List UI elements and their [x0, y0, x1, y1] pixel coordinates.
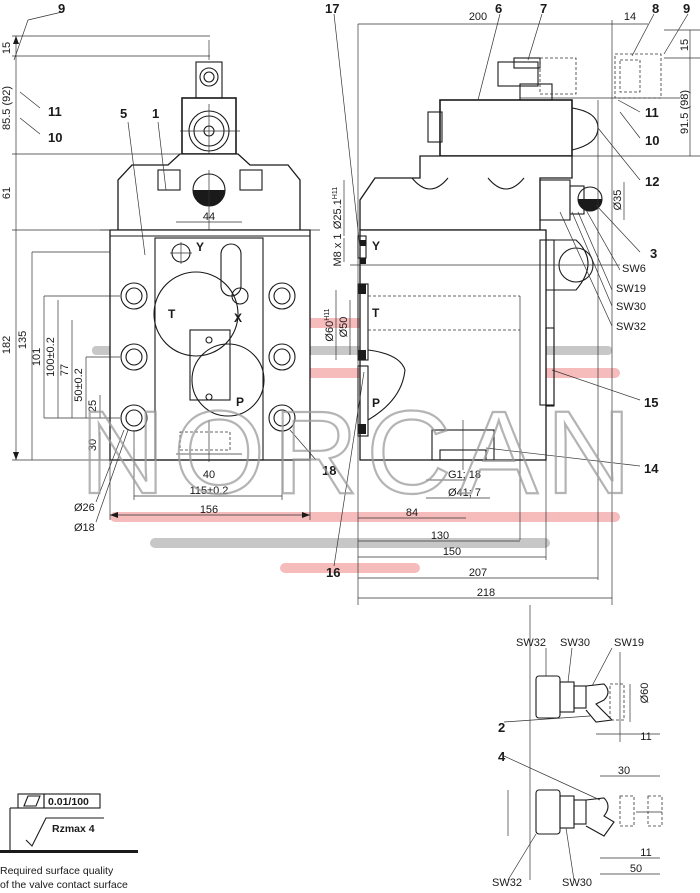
dim-130: 130: [431, 530, 449, 542]
dim-150: 150: [443, 546, 461, 558]
callout-10: 10: [48, 130, 62, 145]
port-y-front: Y: [196, 240, 204, 254]
side-view: Y T P: [350, 53, 680, 470]
callout-12: 12: [645, 174, 659, 189]
dim-sw30: SW30: [616, 301, 646, 313]
dim-sw19: SW19: [616, 283, 646, 295]
dim-30: 30: [87, 439, 99, 451]
dim-61: 61: [1, 187, 13, 199]
dim-135: 135: [17, 331, 29, 349]
dim-dia50: Ø50: [338, 317, 350, 338]
d4-sw32: SW32: [492, 877, 522, 889]
dim-44: 44: [203, 211, 215, 223]
d2-sw32: SW32: [516, 637, 546, 649]
callout-4: 4: [498, 749, 506, 764]
callout-9: 9: [58, 1, 65, 16]
d2-d11: 11: [640, 731, 651, 743]
dim-50: 50±0.2: [73, 368, 85, 402]
dim-g1: G1; 18: [448, 469, 481, 481]
dim-sw6: SW6: [622, 263, 646, 275]
detail-item-2: SW32 SW30 SW19 Ø60 11: [503, 605, 660, 880]
callout-11: 11: [48, 104, 62, 119]
dim-dia60: Ø60H11: [324, 308, 336, 341]
callout-8: 8: [652, 1, 659, 16]
side-dimension-texts: 200 14 15 91.5 (98) Ø25.1H11 M8 x 1 Ø60H…: [324, 11, 691, 599]
d2-sw30: SW30: [560, 637, 590, 649]
callout-7: 7: [540, 1, 547, 16]
dim-84: 84: [406, 507, 418, 519]
d4-d11: 11: [640, 847, 651, 859]
dim-dia35: Ø35: [612, 190, 624, 211]
surface-quality-note: 0.01/100 Rzmax 4 Required surface qualit…: [0, 793, 138, 891]
dim-156: 156: [200, 504, 218, 516]
callout-16: 16: [326, 565, 340, 580]
dim-200: 200: [469, 11, 487, 23]
callout-3: 3: [650, 246, 657, 261]
port-p-front: P: [236, 395, 244, 409]
front-dimension-texts: 15 85.5 (92) 61 182 135 101 100±0.2 77 5…: [1, 42, 228, 534]
callout-1: 1: [152, 106, 159, 121]
dim-dia18: Ø18: [74, 522, 95, 534]
dim-207: 207: [469, 567, 487, 579]
dim-14: 14: [624, 11, 636, 23]
callout-5: 5: [120, 106, 127, 121]
callout-10b: 10: [645, 133, 659, 148]
dim-m8: M8 x 1: [332, 233, 344, 266]
port-y-side: Y: [372, 239, 380, 253]
dim-dia25: Ø25.1H11: [332, 187, 344, 229]
d2-sw19: SW19: [614, 637, 644, 649]
dim-85-5: 85.5 (92): [1, 86, 13, 130]
front-view: Y X T P: [100, 40, 320, 462]
watermark-text: NORCAN: [80, 387, 639, 519]
dim-100: 100±0.2: [45, 337, 57, 377]
callout-9b: 9: [683, 1, 690, 16]
callout-11b: 11: [645, 105, 659, 120]
dim-218: 218: [477, 587, 495, 599]
callout-15: 15: [644, 395, 658, 410]
side-dimension-lines: [333, 13, 700, 605]
d4-d30: 30: [618, 765, 630, 777]
dim-15b: 15: [679, 39, 691, 51]
dim-91-5: 91.5 (98): [679, 90, 691, 134]
caption-line-2: of the valve contact surface: [0, 879, 128, 891]
callout-6: 6: [495, 1, 502, 16]
d4-sw30: SW30: [562, 877, 592, 889]
dim-182: 182: [1, 336, 13, 354]
d2-dia60: Ø60: [639, 683, 651, 704]
callout-18: 18: [322, 463, 336, 478]
dim-sw32: SW32: [616, 321, 646, 333]
d4-d50: 50: [630, 863, 642, 875]
dim-dia41: Ø41; 7: [448, 487, 481, 499]
dim-15: 15: [1, 42, 13, 54]
port-t-side: T: [372, 306, 380, 320]
port-x-front: X: [234, 311, 242, 325]
dim-101: 101: [31, 348, 43, 366]
port-t-front: T: [168, 307, 176, 321]
roughness-value: Rzmax 4: [52, 823, 95, 835]
callout-17: 17: [325, 1, 339, 16]
port-p-side: P: [372, 396, 380, 410]
flatness-tolerance: 0.01/100: [48, 796, 89, 808]
caption-line-1: Required surface quality: [0, 865, 114, 877]
detail-item-4: 30 11 50 SW32 SW30: [492, 755, 663, 889]
dim-25: 25: [87, 400, 99, 412]
callout-2: 2: [498, 720, 505, 735]
dim-115: 115±0.2: [190, 485, 229, 497]
front-dimension-lines: [12, 11, 317, 523]
callout-numbers: 9 11 10 5 1 18 17 6 7 8 9 11 10 12 3 15 …: [48, 1, 690, 764]
callout-14: 14: [644, 461, 659, 476]
dim-77: 77: [59, 364, 71, 376]
dim-40: 40: [203, 469, 215, 481]
dim-dia26: Ø26: [74, 502, 95, 514]
